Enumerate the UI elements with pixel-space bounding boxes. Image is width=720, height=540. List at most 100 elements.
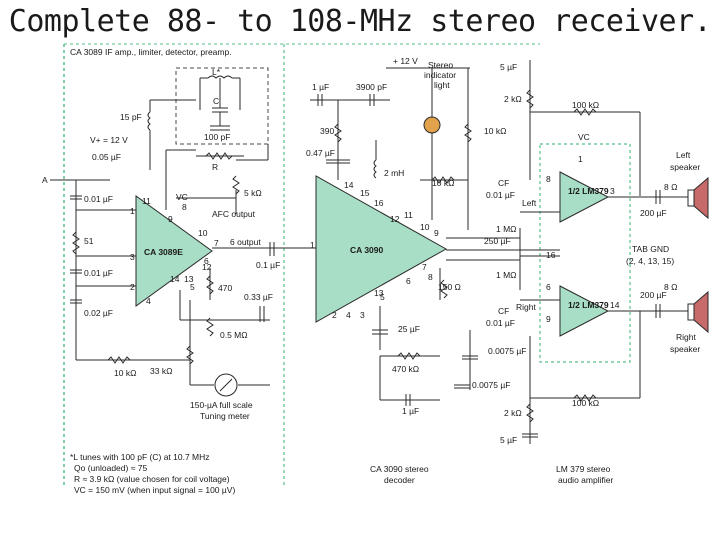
pin2: 2	[130, 282, 135, 292]
res-10k-label: 10 kΩ	[114, 368, 136, 378]
pin13: 13	[184, 274, 194, 284]
cap-005-label: 0.05 µF	[92, 152, 121, 162]
s2-pin10: 10	[420, 222, 430, 232]
cap-047-label: 0.47 µF	[306, 148, 335, 158]
s3-pin8: 8	[546, 174, 551, 184]
s2-pin6: 6	[406, 276, 411, 286]
pin1: 1	[130, 206, 135, 216]
cf-top-label: CF	[498, 178, 509, 188]
cap-1u-label: 1 µF	[312, 82, 329, 92]
note-4: VC = 150 mV (when input signal = 100 µV)	[74, 485, 235, 495]
v12-label: + 12 V	[393, 56, 418, 66]
section1-header: CA 3089 IF amp., limiter, detector, prea…	[70, 47, 232, 57]
cap-01-label: 0.1 µF	[256, 260, 280, 270]
cf-bot-label: CF	[498, 306, 509, 316]
left-speaker-icon	[687, 176, 709, 220]
coil-C-label: C	[213, 96, 219, 106]
s3-pin6: 6	[546, 282, 551, 292]
s3-pin1: 1	[578, 154, 583, 164]
note-1: *L tunes with 100 pF (C) at 10.7 MHz	[70, 452, 210, 462]
cap-15pF-label: 15 pF	[120, 112, 142, 122]
cap-001-top-label: 0.01 µF	[486, 190, 515, 200]
chip-ca3089	[135, 195, 213, 307]
s2-pin14: 14	[344, 180, 354, 190]
lm379-box	[539, 143, 631, 363]
s3-pin16: 16	[546, 250, 556, 260]
left-speaker-ohm: 8 Ω	[664, 182, 677, 192]
pin11: 11	[142, 196, 151, 206]
cap-250-label: 250 µF	[484, 236, 511, 246]
res-100k-bot-label: 100 kΩ	[572, 398, 599, 408]
chip-lm379-bot-label: 1/2 LM379	[568, 300, 609, 310]
res-470k-label: 470 kΩ	[392, 364, 419, 374]
afc-output-label: AFC output	[212, 209, 256, 219]
res-2k-top-label: 2 kΩ	[504, 94, 522, 104]
coil-box	[175, 67, 269, 160]
pin3: 3	[130, 252, 135, 262]
output6-label: 6 output	[230, 237, 261, 247]
cap-200-bot-label: 200 µF	[640, 290, 667, 300]
s2-pin1: 1	[310, 240, 315, 250]
cap-00075b-label: 0.0075 µF	[472, 380, 510, 390]
s3-pin14: 14	[610, 300, 620, 310]
s2-pin11: 11	[404, 210, 413, 220]
right-speaker-label-2: speaker	[670, 344, 700, 354]
pin14: 14	[170, 274, 180, 284]
lm379-caption-2: audio amplifier	[558, 475, 613, 485]
res-05m-label: 0.5 MΩ	[220, 330, 248, 340]
s3-pin3: 3	[610, 186, 615, 196]
meter-label-1: 150-µA full scale	[190, 400, 253, 410]
pin4: 4	[146, 296, 151, 306]
chip-lm379-top	[559, 171, 610, 223]
s2-pin4: 4	[346, 310, 351, 320]
input-marker: A	[42, 175, 48, 185]
pin12: 12	[202, 262, 212, 272]
cap-00075-label: 0.0075 µF	[488, 346, 526, 356]
s2-pin5: 5	[380, 292, 385, 302]
left-speaker-label-2: speaker	[670, 162, 700, 172]
res-100k-top-label: 100 kΩ	[572, 100, 599, 110]
s2-pin2: 2	[332, 310, 337, 320]
right-speaker-ohm: 8 Ω	[664, 282, 677, 292]
left-speaker-label-1: Left	[676, 150, 691, 160]
left-label: Left	[522, 198, 537, 208]
vc-label-3: VC	[578, 132, 590, 142]
pin10: 10	[198, 228, 208, 238]
ca3090-caption-2: decoder	[384, 475, 415, 485]
pin5: 5	[190, 282, 195, 292]
chip-ca3090	[315, 175, 448, 323]
pin7: 7	[214, 238, 219, 248]
s2-pin16: 16	[374, 198, 384, 208]
res-10k-b-label: 10 kΩ	[432, 178, 454, 188]
right-label: Right	[516, 302, 536, 312]
cap-25u-label: 25 µF	[398, 324, 420, 334]
meter-label-2: Tuning meter	[200, 411, 250, 421]
pin8: 8	[182, 202, 187, 212]
tab-gnd-pins-label: (2, 4, 13, 15)	[626, 256, 674, 266]
right-speaker-icon	[687, 290, 709, 334]
res-1m-b-label: 1 MΩ	[496, 270, 517, 280]
res-R-label: R	[212, 162, 218, 172]
lamp-label-1: Stereo	[428, 60, 453, 70]
res-1m-a-label: 1 MΩ	[496, 224, 517, 234]
s2-pin12: 12	[390, 214, 400, 224]
note-2: Qo (unloaded) ≈ 75	[74, 463, 147, 473]
vc-label-1: VC	[176, 192, 188, 202]
page-title: Complete 88- to 108-MHz stereo receiver.	[8, 4, 712, 39]
cap-5u-bot-label: 5 µF	[500, 435, 517, 445]
s2-pin9: 9	[434, 228, 439, 238]
right-speaker-label-1: Right	[676, 332, 696, 342]
inductor-2mh-label: 2 mH	[384, 168, 404, 178]
cap-033-label: 0.33 µF	[244, 292, 273, 302]
chip-ca3089-label: CA 3089E	[144, 247, 183, 257]
cap-5u-top-label: 5 µF	[500, 62, 517, 72]
chip-lm379-bot	[559, 285, 610, 337]
cap-001a-label: 0.01 µF	[84, 194, 113, 204]
ca3090-caption-1: CA 3090 stereo	[370, 464, 429, 474]
coil-L-label: L*	[212, 67, 221, 77]
s2-pin7: 7	[422, 262, 427, 272]
s2-pin13: 13	[374, 288, 384, 298]
res-51-label: 51	[84, 236, 94, 246]
cap-001b-label: 0.01 µF	[84, 268, 113, 278]
